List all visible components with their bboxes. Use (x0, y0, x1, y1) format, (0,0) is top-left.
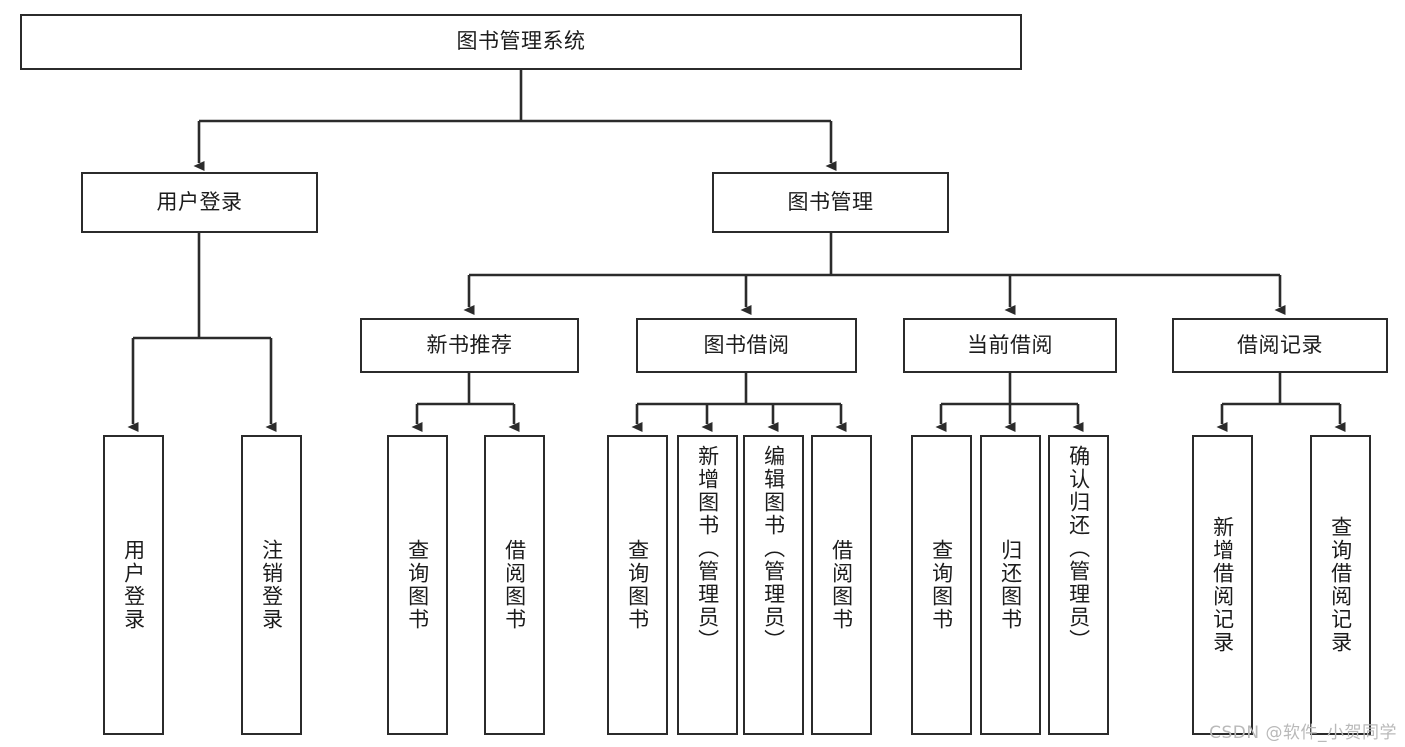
leaf-new-book-query-book[interactable]: 查询图书 (387, 435, 448, 735)
watermark-text: CSDN @软件_小贺同学 (1209, 723, 1397, 743)
node-label: 新增图书（管理员） (695, 445, 720, 652)
node-label: 查询借阅记录 (1328, 516, 1353, 654)
node-label: 借阅图书 (502, 539, 527, 631)
node-label: 图书管理系统 (456, 29, 586, 54)
node-label: 确认归还（管理员） (1066, 445, 1091, 652)
node-label: 当前借阅 (967, 332, 1053, 357)
leaf-user-login-logout[interactable]: 注销登录 (241, 435, 302, 735)
node-label: 借阅记录 (1237, 332, 1323, 357)
leaf-borrow-record-add-record[interactable]: 新增借阅记录 (1192, 435, 1253, 735)
node-label: 查询图书 (405, 539, 430, 631)
leaf-current-borrow-return-book[interactable]: 归还图书 (980, 435, 1041, 735)
node-label: 用户登录 (121, 539, 146, 631)
leaf-book-borrow-edit-book-admin[interactable]: 编辑图书（管理员） (743, 435, 804, 735)
node-label: 图书管理 (787, 189, 874, 214)
leaf-book-borrow-query-book[interactable]: 查询图书 (607, 435, 668, 735)
leaf-new-book-borrow-book[interactable]: 借阅图书 (484, 435, 545, 735)
node-label: 查询图书 (929, 539, 954, 631)
node-label: 归还图书 (998, 539, 1023, 631)
node-borrow-record[interactable]: 借阅记录 (1172, 318, 1388, 373)
node-user-login[interactable]: 用户登录 (81, 172, 318, 233)
node-root-book-management-system[interactable]: 图书管理系统 (20, 14, 1022, 70)
node-book-borrow[interactable]: 图书借阅 (636, 318, 857, 373)
leaf-borrow-record-query-record[interactable]: 查询借阅记录 (1310, 435, 1371, 735)
leaf-current-borrow-query-book[interactable]: 查询图书 (911, 435, 972, 735)
leaf-user-login-login[interactable]: 用户登录 (103, 435, 164, 735)
node-label: 用户登录 (156, 189, 243, 214)
node-book-management[interactable]: 图书管理 (712, 172, 949, 233)
node-label: 借阅图书 (829, 539, 854, 631)
leaf-current-borrow-confirm-return-admin[interactable]: 确认归还（管理员） (1048, 435, 1109, 735)
node-new-book-recommendation[interactable]: 新书推荐 (360, 318, 579, 373)
leaf-book-borrow-add-book-admin[interactable]: 新增图书（管理员） (677, 435, 738, 735)
node-label: 注销登录 (259, 539, 284, 631)
node-label: 新书推荐 (426, 332, 513, 357)
node-current-borrow[interactable]: 当前借阅 (903, 318, 1117, 373)
leaf-book-borrow-borrow-book[interactable]: 借阅图书 (811, 435, 872, 735)
node-label: 查询图书 (625, 539, 650, 631)
node-label: 新增借阅记录 (1210, 516, 1235, 654)
node-label: 编辑图书（管理员） (761, 445, 786, 652)
node-label: 图书借阅 (703, 332, 790, 357)
